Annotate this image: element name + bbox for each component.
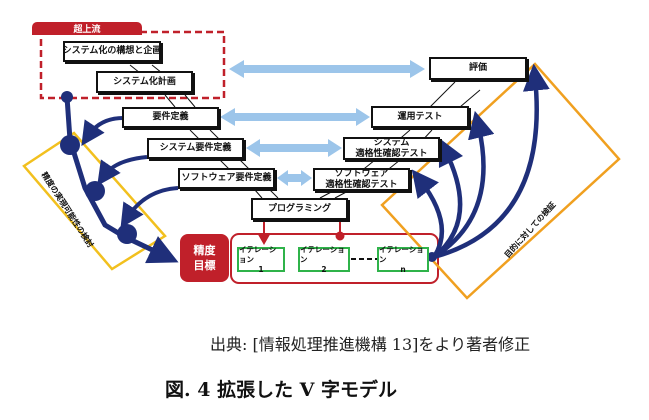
path-node [117, 224, 137, 244]
right-validation-arcs [411, 63, 550, 262]
phase-software-requirements: ソフトウェア要件定義 [178, 168, 275, 189]
source-citation: 出典: [情報処理推進機構 13]をより著者修正 [210, 335, 531, 354]
iteration-label: イテレーション [379, 244, 424, 264]
phase-line2: 適格性確認テスト [325, 179, 398, 190]
iteration-frame [230, 233, 439, 284]
phase-system-qualification-test: システム 適格性確認テスト [343, 137, 440, 160]
iteration-number: n [400, 264, 406, 274]
left-feasibility-path [60, 91, 179, 264]
phase-requirements: 要件定義 [122, 107, 219, 128]
upstream-tab: 超上流 [32, 22, 142, 35]
phase-evaluation: 評価 [429, 57, 527, 80]
path-node [61, 91, 73, 103]
iteration-number: 1 [258, 264, 264, 274]
figure-caption: 図. 4 拡張した V 字モデル [165, 379, 398, 401]
iteration-number: 2 [321, 264, 327, 274]
phase-line1: ソフトウェア [334, 168, 389, 179]
iteration-n: イテレーション n [377, 244, 429, 274]
v-model-diagram: 超上流 システム化の構想と企画 システム化計画 要件定義 システム要件定義 ソフ… [22, 22, 621, 300]
v-connectors [129, 64, 481, 199]
double-arrow-software-req-test [277, 170, 312, 186]
path-node [85, 181, 105, 201]
iteration-label: イテレーション [239, 244, 277, 264]
path-node [60, 135, 80, 155]
phase-system-requirements: システム要件定義 [147, 138, 244, 159]
phase-line2: 適格性確認テスト [355, 148, 428, 159]
phase-system-planning: システム化計画 [96, 71, 193, 93]
phase-operation-test: 運用テスト [371, 106, 469, 128]
phase-line1: システム [373, 137, 410, 148]
phase-software-qualification-test: ソフトウェア 適格性確認テスト [313, 168, 410, 191]
double-arrow-planning-evaluation [229, 60, 425, 78]
double-arrow-requirements-operation [220, 108, 370, 126]
accuracy-target: 精度 目標 [180, 234, 229, 282]
iteration-label: イテレーション [300, 244, 345, 264]
phase-programming: プログラミング [251, 198, 348, 220]
phase-concept-planning: システム化の構想と企画 [63, 41, 161, 62]
left-review-frame [22, 131, 167, 271]
iteration-2: イテレーション 2 [298, 244, 350, 274]
correspondence-arrows [220, 60, 425, 186]
diagram-graphics [22, 30, 621, 300]
target-line1: 精度 [193, 244, 216, 257]
iteration-1: イテレーション 1 [237, 244, 285, 274]
double-arrow-system-req-test [246, 139, 342, 157]
target-line2: 目標 [193, 259, 216, 272]
